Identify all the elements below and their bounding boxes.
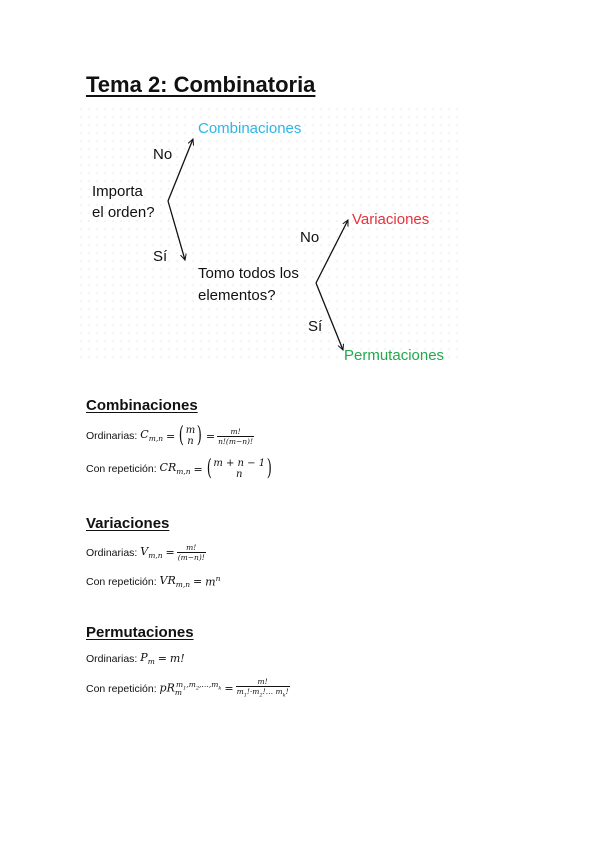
label-permutaciones: Permutaciones	[344, 347, 444, 363]
page-title: Tema 2: Combinatoria	[86, 72, 316, 97]
question-2-line-1: Tomo todos los	[198, 265, 299, 282]
label-no-2: No	[300, 229, 319, 246]
label-no-1: No	[153, 146, 172, 163]
question-1-line-1: Importa	[92, 183, 144, 200]
label-si-2: Sí	[308, 318, 323, 335]
formula-permutaciones-repeticion: Con repetición: pRmm1,m2,…,mk = m!m1!·m2…	[86, 677, 290, 699]
heading-permutaciones: Permutaciones	[86, 624, 194, 641]
formula-permutaciones-ordinarias: Ordinarias: Pm = m!	[86, 651, 185, 667]
arrow-si-2	[315, 282, 343, 350]
arrow-si-1	[167, 200, 185, 260]
label-ordinarias: Ordinarias:	[86, 652, 138, 665]
question-1-line-2: el orden?	[92, 204, 155, 221]
decision-diagram: Combinaciones No Importa el orden? Sí Va…	[80, 108, 460, 363]
dot-grid-background	[80, 108, 460, 363]
formula-variaciones-repeticion: Con repetición: VRm,n = mn	[86, 574, 221, 590]
label-con-repeticion: Con repetición:	[86, 682, 157, 695]
arrow-no-1	[167, 139, 193, 202]
label-combinaciones: Combinaciones	[198, 120, 301, 137]
label-variaciones: Variaciones	[352, 211, 429, 228]
label-ordinarias: Ordinarias:	[86, 546, 138, 559]
arrow-no-2	[315, 220, 349, 284]
question-2-line-2: elementos?	[198, 287, 276, 304]
label-ordinarias: Ordinarias:	[86, 430, 138, 442]
label-con-repeticion: Con repetición:	[86, 463, 157, 475]
label-con-repeticion: Con repetición:	[86, 575, 157, 588]
heading-variaciones: Variaciones	[86, 515, 170, 532]
label-si-1: Sí	[153, 248, 168, 265]
heading-combinaciones: Combinaciones	[86, 397, 198, 414]
formula-variaciones-ordinarias: Ordinarias: Vm,n = m!(m−n)!	[86, 543, 206, 562]
